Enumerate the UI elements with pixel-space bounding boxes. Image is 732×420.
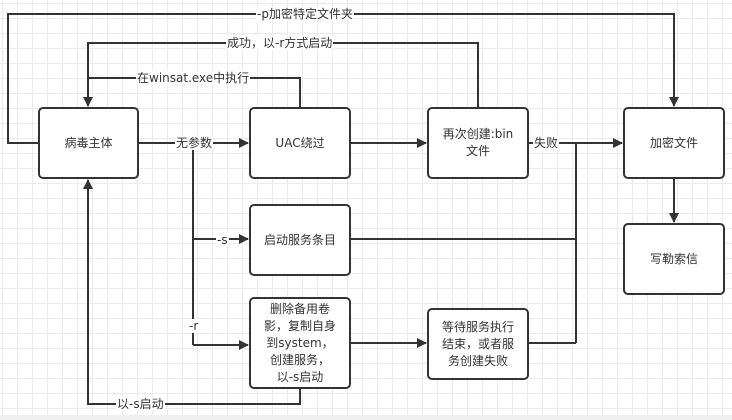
edge-label-success-r-start: 成功，以-r方式启动 <box>226 36 334 50</box>
node-start-service-entry-label: 启动服务条目 <box>263 232 336 247</box>
edge-label-p-encrypt-folder: -p加密特定文件夹 <box>256 7 354 21</box>
edge-label-s-flag: -s <box>216 233 229 247</box>
node-virus-main[interactable]: 病毒主体 <box>38 107 139 179</box>
node-virus-main-label: 病毒主体 <box>64 135 113 150</box>
edge-label-failure: 失败 <box>533 136 560 150</box>
node-wait-service-label: 等待服务执行 结束，或者服 务创建失败 <box>441 319 514 368</box>
edge-start-with-s <box>83 179 301 405</box>
node-encrypt-files-label: 加密文件 <box>649 135 698 150</box>
node-wait-service[interactable]: 等待服务执行 结束，或者服 务创建失败 <box>427 308 529 380</box>
edge-label-run-in-winsat: 在winsat.exe中执行 <box>136 71 251 85</box>
node-start-service-entry[interactable]: 启动服务条目 <box>249 204 351 276</box>
edge-label-r-flag: -r <box>188 319 200 333</box>
node-write-ransom-note[interactable]: 写勒索信 <box>623 223 725 295</box>
node-encrypt-files[interactable]: 加密文件 <box>623 107 725 179</box>
node-uac-bypass[interactable]: UAC绕过 <box>249 107 351 179</box>
node-recreate-bin-label: 再次创建:bin 文件 <box>442 127 514 158</box>
node-recreate-bin[interactable]: 再次创建:bin 文件 <box>427 107 529 179</box>
edge-p-encrypt-folder <box>7 13 679 144</box>
edge-label-no-params: 无参数 <box>175 136 214 150</box>
node-uac-bypass-label: UAC绕过 <box>275 135 325 150</box>
canvas-bottom-edge <box>0 415 732 420</box>
node-delete-shadow-copies-label: 删除备用卷 影，复制自身 到system， 创建服务， 以-s启动 <box>263 301 336 384</box>
node-delete-shadow-copies[interactable]: 删除备用卷 影，复制自身 到system， 创建服务， 以-s启动 <box>249 297 351 389</box>
node-write-ransom-note-label: 写勒索信 <box>649 251 698 266</box>
edge-label-start-with-s: 以-s启动 <box>116 397 165 411</box>
